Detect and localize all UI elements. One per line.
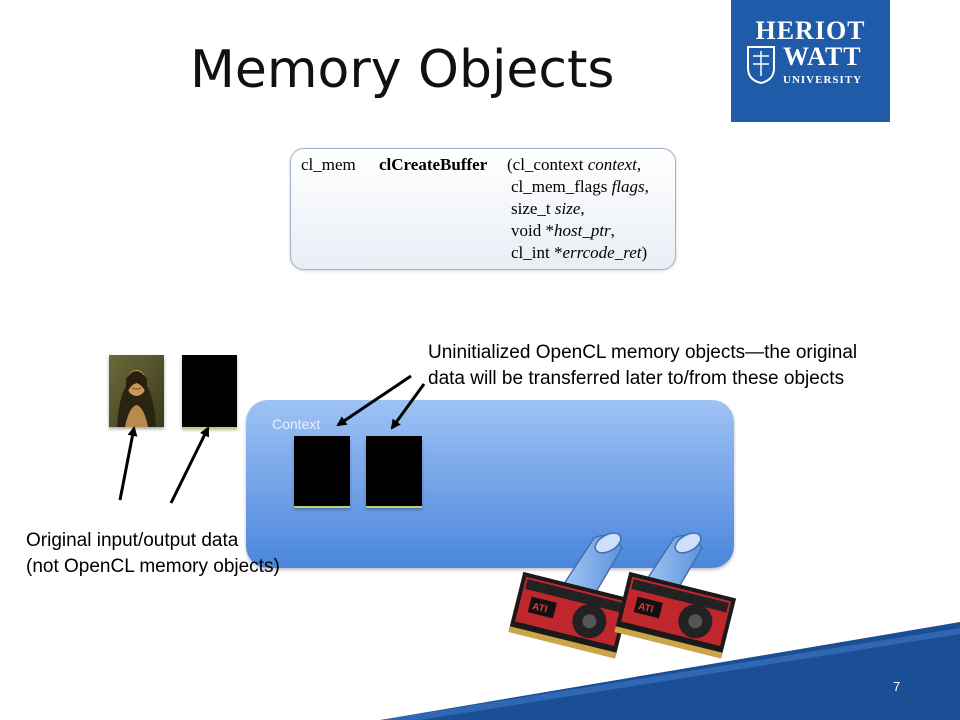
gpu-card-image: ATI [508, 571, 631, 659]
uninitialized-annotation-line-1: Uninitialized OpenCL memory objects—the … [428, 342, 858, 363]
param-sep: ) [641, 243, 648, 262]
param-name: size [554, 199, 581, 218]
param-name: flags [611, 177, 645, 196]
param-row: size_t size, [511, 199, 585, 219]
param-sep: , [610, 221, 615, 240]
arrow-icon [118, 426, 138, 501]
context-region: Context [246, 400, 734, 568]
function-signature-box: cl_mem clCreateBuffer (cl_context contex… [290, 148, 676, 270]
slide-title: Memory Objects [190, 40, 615, 100]
original-data-annotation-line-2: (not OpenCL memory objects) [26, 556, 280, 577]
param-sep: , [644, 177, 649, 196]
arrow-icon [336, 374, 412, 427]
logo-line-3: UNIVERSITY [783, 74, 863, 86]
arrow-icon [169, 426, 210, 504]
mona-lisa-image [109, 355, 164, 427]
param-type: size_t [511, 199, 551, 218]
output-data-block [182, 355, 237, 427]
memory-object [366, 436, 422, 506]
heriot-watt-crest-icon [747, 46, 775, 84]
param-row: cl_mem_flags flags, [511, 177, 649, 197]
logo-line-1: HERIOT [755, 16, 866, 45]
param-row: (cl_context context, [507, 155, 641, 175]
param-name: context [587, 155, 637, 174]
page-number: 7 [893, 679, 901, 694]
param-name: errcode_ret [562, 243, 642, 262]
return-type: cl_mem [301, 155, 356, 174]
function-name: clCreateBuffer [379, 155, 488, 174]
param-sep: , [580, 199, 585, 218]
param-type: cl_mem_flags [511, 177, 608, 196]
param-name: host_ptr [553, 221, 611, 240]
arrow-icon [390, 383, 426, 430]
logo-line-2: WATT [783, 42, 862, 71]
param-row: cl_int *errcode_ret) [511, 243, 647, 263]
gpu-card-image: ATI [614, 571, 737, 659]
param-sep: , [636, 155, 642, 174]
gpu-logo: ATI [637, 601, 655, 615]
heriot-watt-logo: HERIOT WATT UNIVERSITY [731, 0, 890, 122]
param-type: (cl_context [507, 155, 584, 174]
param-type: void * [511, 221, 554, 240]
memory-object [294, 436, 350, 506]
original-data-annotation-line-1: Original input/output data [26, 530, 239, 551]
context-label: Context [272, 416, 321, 432]
uninitialized-annotation-line-2: data will be transferred later to/from t… [428, 368, 845, 389]
param-row: void *host_ptr, [511, 221, 615, 241]
param-type: cl_int * [511, 243, 563, 262]
gpu-logo: ATI [531, 601, 549, 615]
